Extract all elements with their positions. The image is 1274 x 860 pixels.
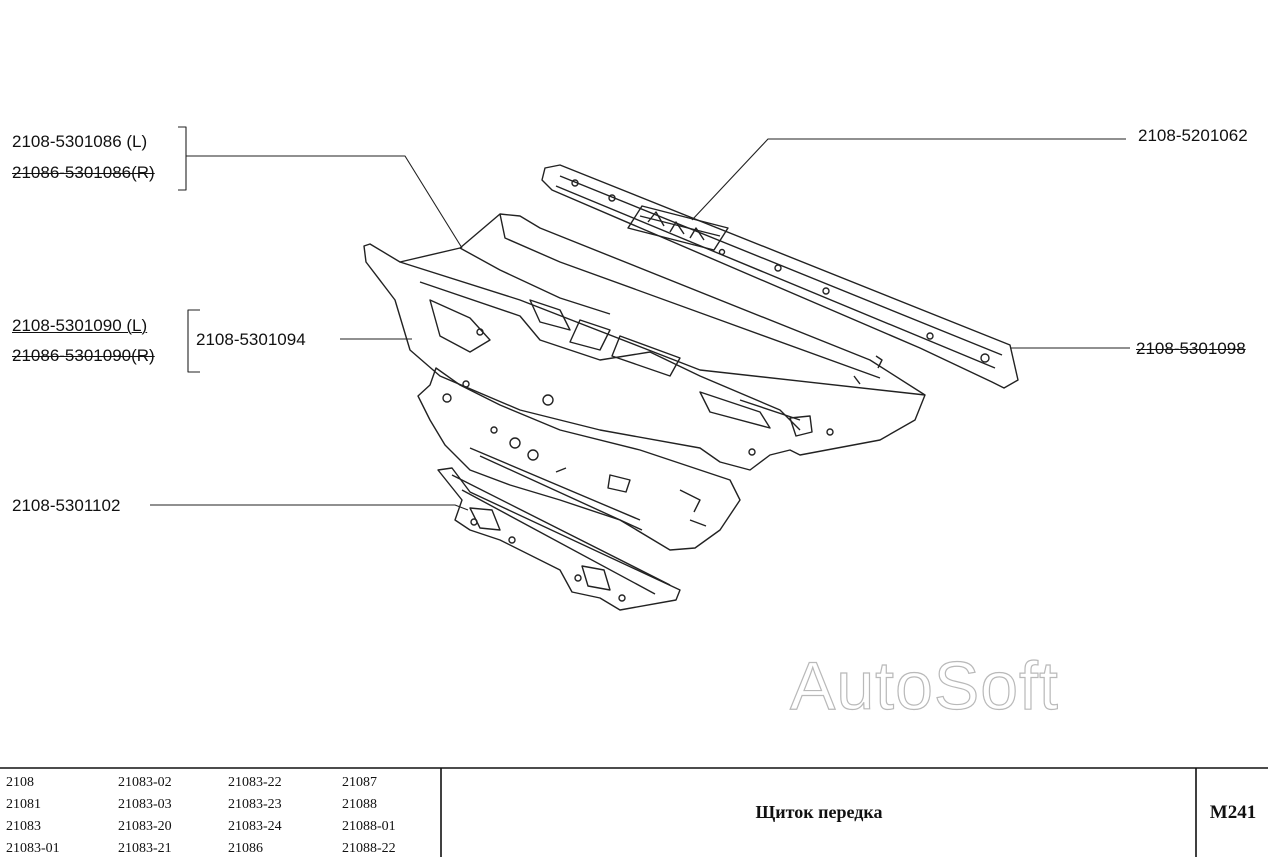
model-column-1: 2108 21081 21083 21083-01 [6, 772, 60, 860]
model-code: 21086 [228, 841, 263, 856]
page-title: Щиток передка [755, 802, 883, 822]
upper-rail-part [541, 164, 1019, 389]
model-column-2: 21083-02 21083-03 21083-20 21083-21 [118, 772, 172, 860]
leader-lines [150, 126, 1130, 511]
model-code: 2108 [6, 775, 34, 790]
model-code: 21083-03 [118, 797, 172, 812]
model-code: 21083-23 [228, 797, 282, 812]
model-code: 21083-24 [228, 819, 282, 834]
model-code: 21083-22 [228, 775, 282, 790]
footer-table: 2108 21081 21083 21083-01 21083-02 21083… [0, 768, 1274, 857]
model-code: 21083-20 [118, 819, 172, 834]
callout-panel-right: 21086-5301086(R) [12, 163, 155, 182]
small-plate-part [627, 205, 729, 251]
footer-grid [0, 767, 1268, 857]
callout-rail: 2108-5201062 [1138, 126, 1248, 145]
callout-crossmember: 2108-5301102 [12, 496, 121, 515]
callout-rail-lower: 2108-5301098 [1136, 339, 1246, 358]
model-code: 21083-02 [118, 775, 172, 790]
model-list: 2108 21081 21083 21083-01 21083-02 21083… [0, 768, 440, 857]
model-code: 21083 [6, 819, 41, 834]
crossmember-part [437, 467, 681, 611]
watermark: AutoSoft [789, 647, 1059, 724]
model-code: 21088 [342, 797, 377, 812]
model-code: 21081 [6, 797, 41, 812]
firewall-part [417, 367, 741, 551]
callout-upper-panel: 2108-5301094 [196, 330, 306, 349]
callout-side-right: 21086-5301090(R) [12, 346, 155, 365]
model-column-3: 21083-22 21083-23 21083-24 21086 [228, 772, 282, 860]
callout-panel-left: 2108-5301086 (L) [12, 132, 148, 151]
model-code: 21087 [342, 775, 377, 790]
model-code: 21083-01 [6, 841, 60, 856]
model-column-4: 21087 21088 21088-01 21088-22 [342, 772, 396, 860]
model-code: 21088-01 [342, 819, 396, 834]
callout-side-left: 2108-5301090 (L) [12, 316, 148, 335]
front-panel-part [363, 213, 926, 471]
sheet-code: M241 [1209, 801, 1257, 823]
model-code: 21083-21 [118, 841, 172, 856]
model-code: 21088-22 [342, 841, 396, 856]
